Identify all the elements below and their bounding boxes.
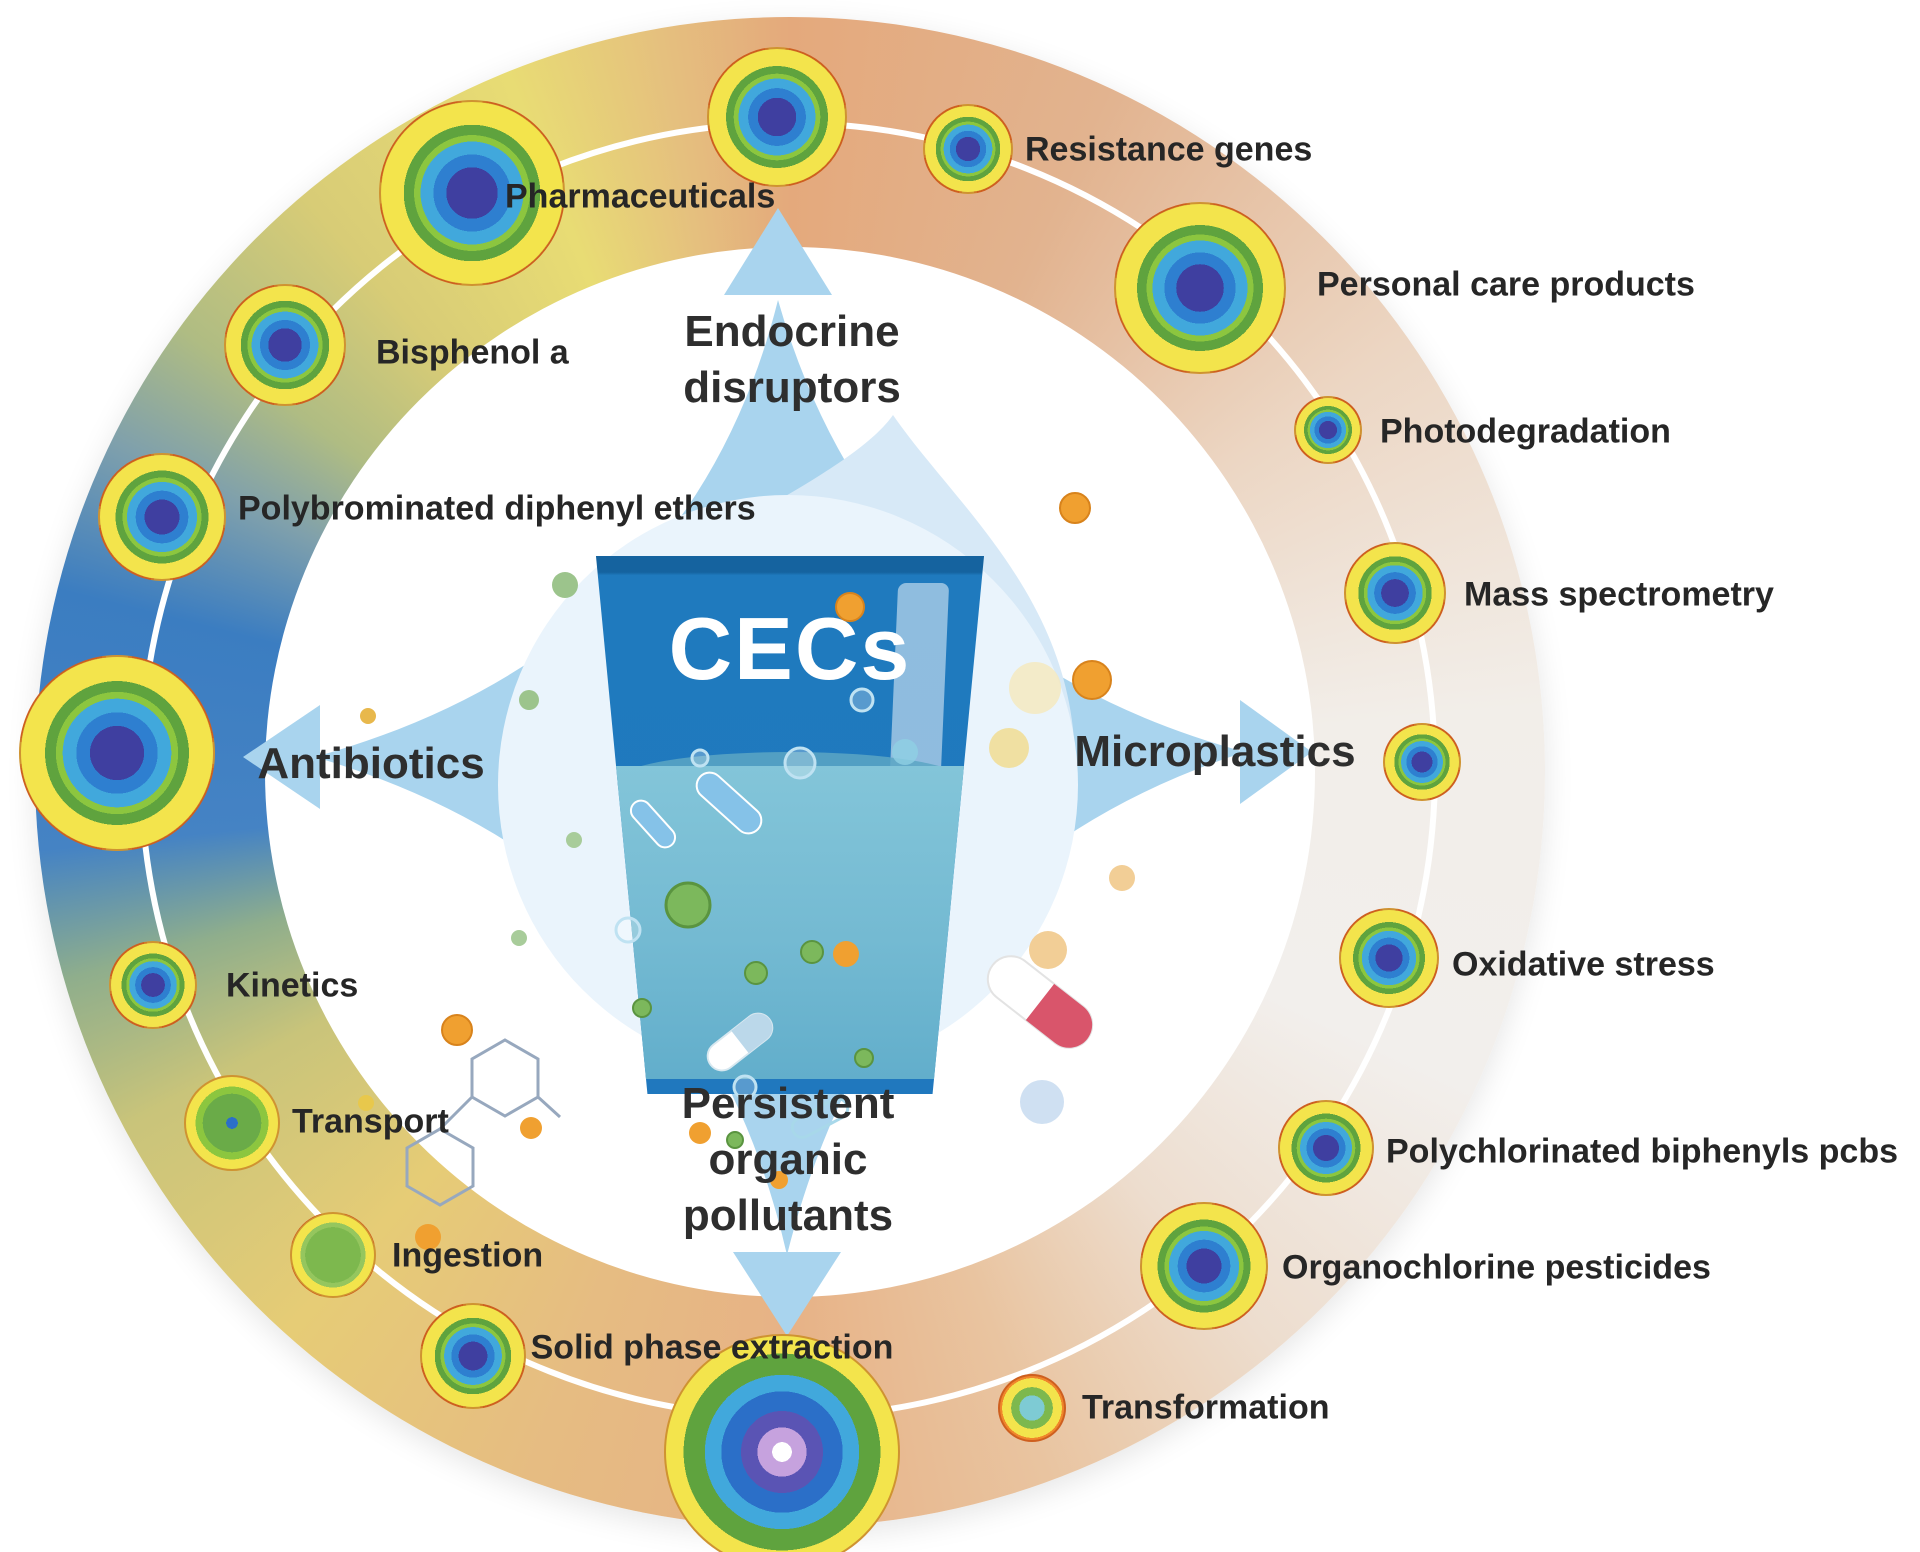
keyword-node-mass-spectrometry xyxy=(1344,542,1446,644)
keyword-label-polybrominated-diphenyl-ethers: Polybrominated diphenyl ethers xyxy=(238,489,756,528)
keyword-node-photodegradation xyxy=(1294,396,1362,464)
keyword-label-pharmaceuticals: Pharmaceuticals xyxy=(505,177,776,216)
keyword-node-oxidative-stress xyxy=(1339,908,1439,1008)
keyword-label-mass-spectrometry: Mass spectrometry xyxy=(1464,575,1774,614)
spoke-label-microplastics: Microplastics xyxy=(1074,727,1356,776)
keyword-label-oxidative-stress: Oxidative stress xyxy=(1452,945,1715,984)
keyword-node-organochlorine-pesticides xyxy=(1140,1202,1268,1330)
keyword-node-transport xyxy=(184,1075,280,1171)
keyword-label-organochlorine-pesticides: Organochlorine pesticides xyxy=(1282,1248,1711,1287)
keyword-node-antibiotics-hub xyxy=(19,655,215,851)
keyword-node-polychlorinated-biphenyls-pcbs xyxy=(1278,1100,1374,1196)
spoke-label-persistent-organic-pollutants: Persistent organic pollutants xyxy=(681,1079,895,1240)
keyword-node-ingestion xyxy=(290,1212,376,1298)
keyword-node-resistance-genes xyxy=(923,104,1013,194)
keyword-node-transformation xyxy=(998,1374,1066,1442)
keyword-label-resistance-genes: Resistance genes xyxy=(1025,130,1313,169)
keyword-node-bisphenol-a xyxy=(224,284,346,406)
keyword-node-polybrominated-diphenyl-ethers xyxy=(98,453,226,581)
keyword-node-pharmaceuticals xyxy=(379,100,565,286)
keyword-node-solid-phase-hub xyxy=(664,1334,900,1552)
spoke-label-antibiotics: Antibiotics xyxy=(257,739,485,788)
keyword-node-solid-phase-extraction xyxy=(420,1303,526,1409)
keyword-label-solid-phase-extraction: Solid phase extraction xyxy=(530,1328,894,1367)
water-glass: CECs xyxy=(595,556,985,1094)
keyword-node-kinetics xyxy=(109,941,197,1029)
keyword-label-ingestion: Ingestion xyxy=(392,1236,544,1275)
keyword-node-endocrine-hub xyxy=(707,47,847,187)
keyword-label-kinetics: Kinetics xyxy=(226,966,359,1005)
keyword-label-transport: Transport xyxy=(292,1102,449,1141)
keyword-label-polychlorinated-biphenyls-pcbs: Polychlorinated biphenyls pcbs xyxy=(1386,1132,1898,1171)
keyword-label-personal-care-products: Personal care products xyxy=(1317,265,1695,304)
spoke-label-endocrine-disruptors: Endocrine disruptors xyxy=(683,307,901,412)
center-title: CECs xyxy=(668,599,912,698)
keyword-label-photodegradation: Photodegradation xyxy=(1380,412,1671,451)
keyword-node-microplastics-hub xyxy=(1383,723,1461,801)
keyword-node-personal-care-products xyxy=(1114,202,1286,374)
water xyxy=(613,765,967,1079)
keyword-label-bisphenol-a: Bisphenol a xyxy=(376,333,569,372)
keyword-label-transformation: Transformation xyxy=(1082,1388,1330,1427)
